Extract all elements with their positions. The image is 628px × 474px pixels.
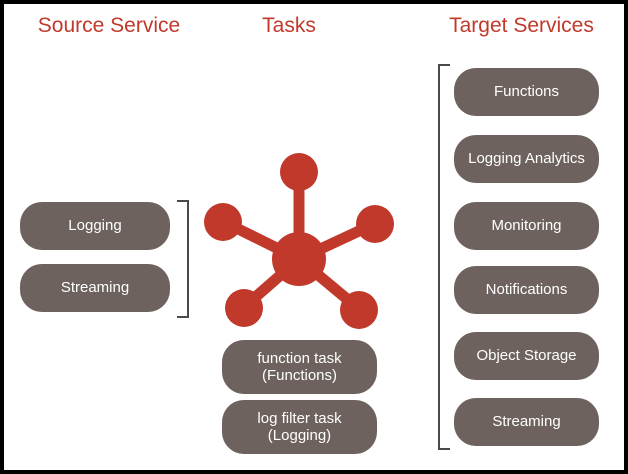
column-title-target-services: Target Services: [449, 14, 594, 37]
column-title-tasks: Tasks: [262, 14, 316, 37]
target-service-notifications[interactable]: Notifications: [454, 266, 599, 314]
diagram-inner-area: Source Service Tasks Target Services Log…: [4, 4, 624, 470]
target-service-streaming[interactable]: Streaming: [454, 398, 599, 446]
target-service-monitoring[interactable]: Monitoring: [454, 202, 599, 250]
target-service-functions[interactable]: Functions: [454, 68, 599, 116]
task-log-filter-task[interactable]: log filter task (Logging): [222, 400, 377, 454]
source-service-streaming[interactable]: Streaming: [20, 264, 170, 312]
task-function-task[interactable]: function task (Functions): [222, 340, 377, 394]
target-service-logging-analytics[interactable]: Logging Analytics: [454, 135, 599, 183]
target-services-bracket: [438, 64, 450, 450]
source-service-logging[interactable]: Logging: [20, 202, 170, 250]
source-services-bracket: [177, 200, 189, 318]
network-hub-icon: [199, 144, 399, 334]
target-service-object-storage[interactable]: Object Storage: [454, 332, 599, 380]
column-title-source-service: Source Service: [37, 14, 181, 37]
